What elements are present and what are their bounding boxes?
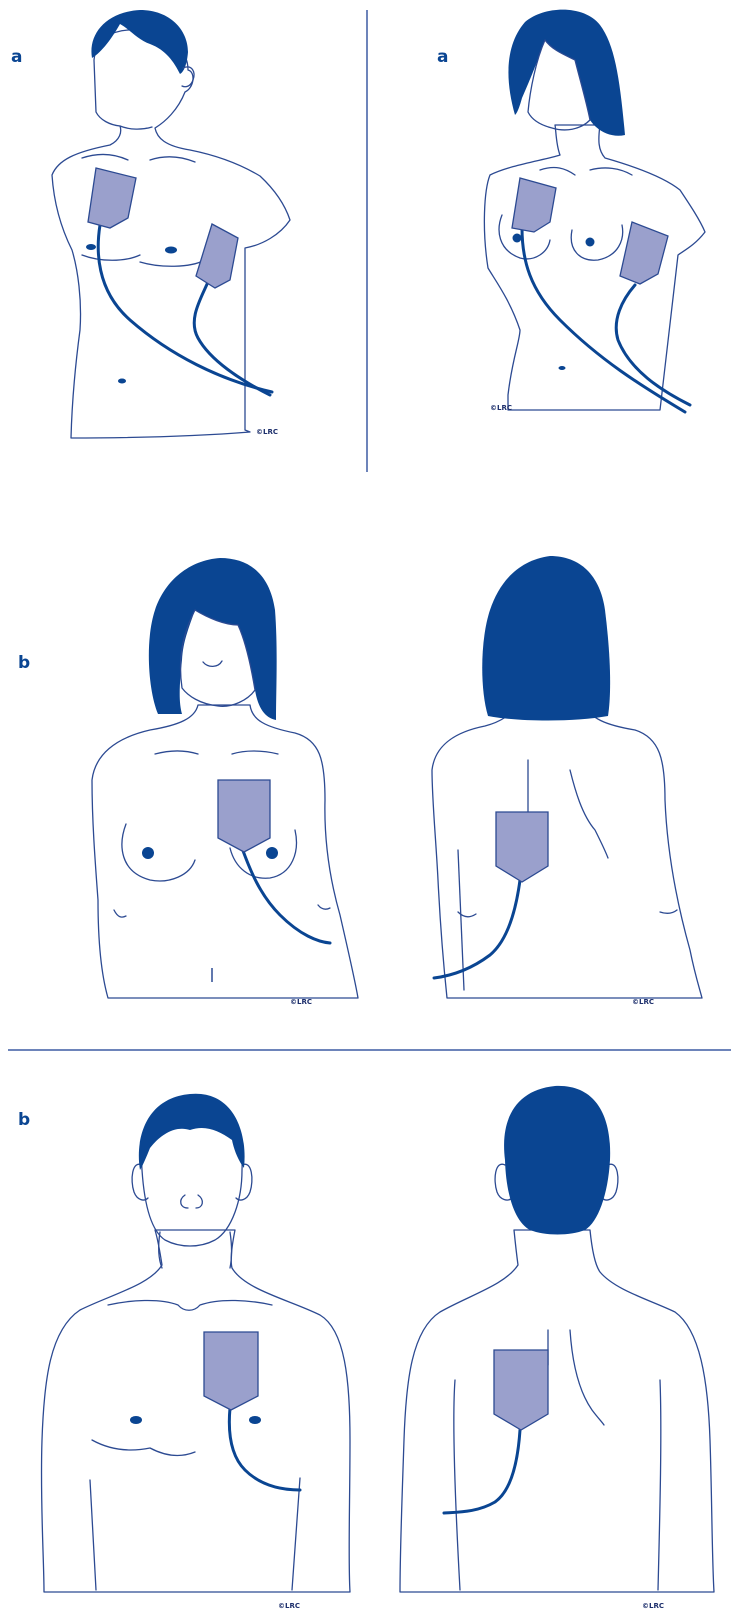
scapula-line bbox=[570, 770, 608, 858]
cable-apical bbox=[616, 285, 690, 405]
copyright: ©LRC bbox=[632, 998, 654, 1006]
nipple-right bbox=[142, 847, 154, 859]
cable-anterior bbox=[229, 1408, 300, 1490]
nipple-right bbox=[513, 234, 522, 243]
navel bbox=[118, 379, 126, 384]
panel-label-a-right: a bbox=[437, 47, 448, 67]
breast-right bbox=[122, 824, 195, 881]
mouth bbox=[203, 661, 222, 666]
hair bbox=[508, 10, 625, 136]
figure-female-anterolateral: ©LRC bbox=[484, 10, 705, 412]
arm-line-left bbox=[292, 1478, 300, 1590]
breast-left bbox=[571, 225, 622, 260]
pad-posterior bbox=[494, 1350, 548, 1430]
neck-line-left bbox=[230, 1232, 232, 1268]
torso-silhouette bbox=[484, 125, 705, 410]
arm-line-right bbox=[90, 1480, 96, 1590]
torso-silhouette bbox=[92, 705, 358, 998]
pad-sternal bbox=[88, 168, 136, 228]
figure-male-anterolateral: ©LRC bbox=[52, 10, 290, 438]
collar-line bbox=[82, 154, 195, 162]
arm-line-right bbox=[114, 910, 126, 917]
hair-back bbox=[504, 1086, 610, 1235]
figure-male-anterior: ©LRC bbox=[41, 1094, 350, 1610]
nipple-left bbox=[249, 1416, 261, 1424]
cable-sternal bbox=[98, 225, 272, 392]
navel bbox=[559, 366, 566, 370]
back-line-right bbox=[454, 1380, 460, 1590]
figure-female-posterior: ©LRC bbox=[432, 556, 702, 1006]
copyright: ©LRC bbox=[642, 1602, 664, 1610]
nipple-left bbox=[586, 238, 595, 247]
hair-back bbox=[482, 556, 610, 721]
torso-silhouette bbox=[400, 1230, 714, 1592]
scapula-line bbox=[570, 1330, 604, 1425]
pad-posterior bbox=[496, 812, 548, 882]
arm-line-left bbox=[318, 905, 330, 909]
nipple-left bbox=[165, 247, 177, 254]
hair bbox=[91, 10, 188, 74]
figure-female-anterior: ©LRC bbox=[92, 558, 358, 1006]
collar-line bbox=[108, 1300, 272, 1310]
torso-silhouette bbox=[52, 30, 290, 438]
nose bbox=[181, 1195, 203, 1208]
pad-apical bbox=[196, 224, 238, 288]
torso-silhouette bbox=[432, 705, 702, 998]
panel-label-b-male: b bbox=[18, 1110, 30, 1130]
cable-anterior bbox=[242, 848, 330, 943]
copyright: ©LRC bbox=[278, 1602, 300, 1610]
copyright: ©LRC bbox=[256, 428, 278, 436]
pad-anterior bbox=[204, 1332, 258, 1410]
cable-apical bbox=[194, 282, 270, 395]
nipple-right bbox=[130, 1416, 142, 1424]
hair bbox=[139, 1094, 245, 1170]
collar-line bbox=[155, 751, 278, 754]
nipple-right bbox=[86, 244, 96, 250]
nipple-left bbox=[266, 847, 278, 859]
figure-male-posterior: ©LRC bbox=[400, 1086, 714, 1610]
hair bbox=[149, 558, 277, 720]
collar-line bbox=[540, 168, 632, 175]
neck-line bbox=[120, 126, 152, 129]
back-line-left bbox=[658, 1380, 661, 1590]
arm-line-left bbox=[660, 910, 677, 913]
ear-left bbox=[236, 1164, 252, 1200]
cable-posterior bbox=[434, 880, 520, 978]
pad-anterior bbox=[218, 780, 270, 852]
copyright: ©LRC bbox=[490, 404, 512, 412]
panel-label-a-left: a bbox=[11, 47, 22, 67]
torso-silhouette bbox=[41, 1230, 350, 1592]
pad-apical bbox=[620, 222, 668, 284]
pad-sternal bbox=[512, 178, 556, 232]
panel-label-b-female: b bbox=[18, 653, 30, 673]
chest-line bbox=[92, 1440, 195, 1455]
copyright: ©LRC bbox=[290, 998, 312, 1006]
